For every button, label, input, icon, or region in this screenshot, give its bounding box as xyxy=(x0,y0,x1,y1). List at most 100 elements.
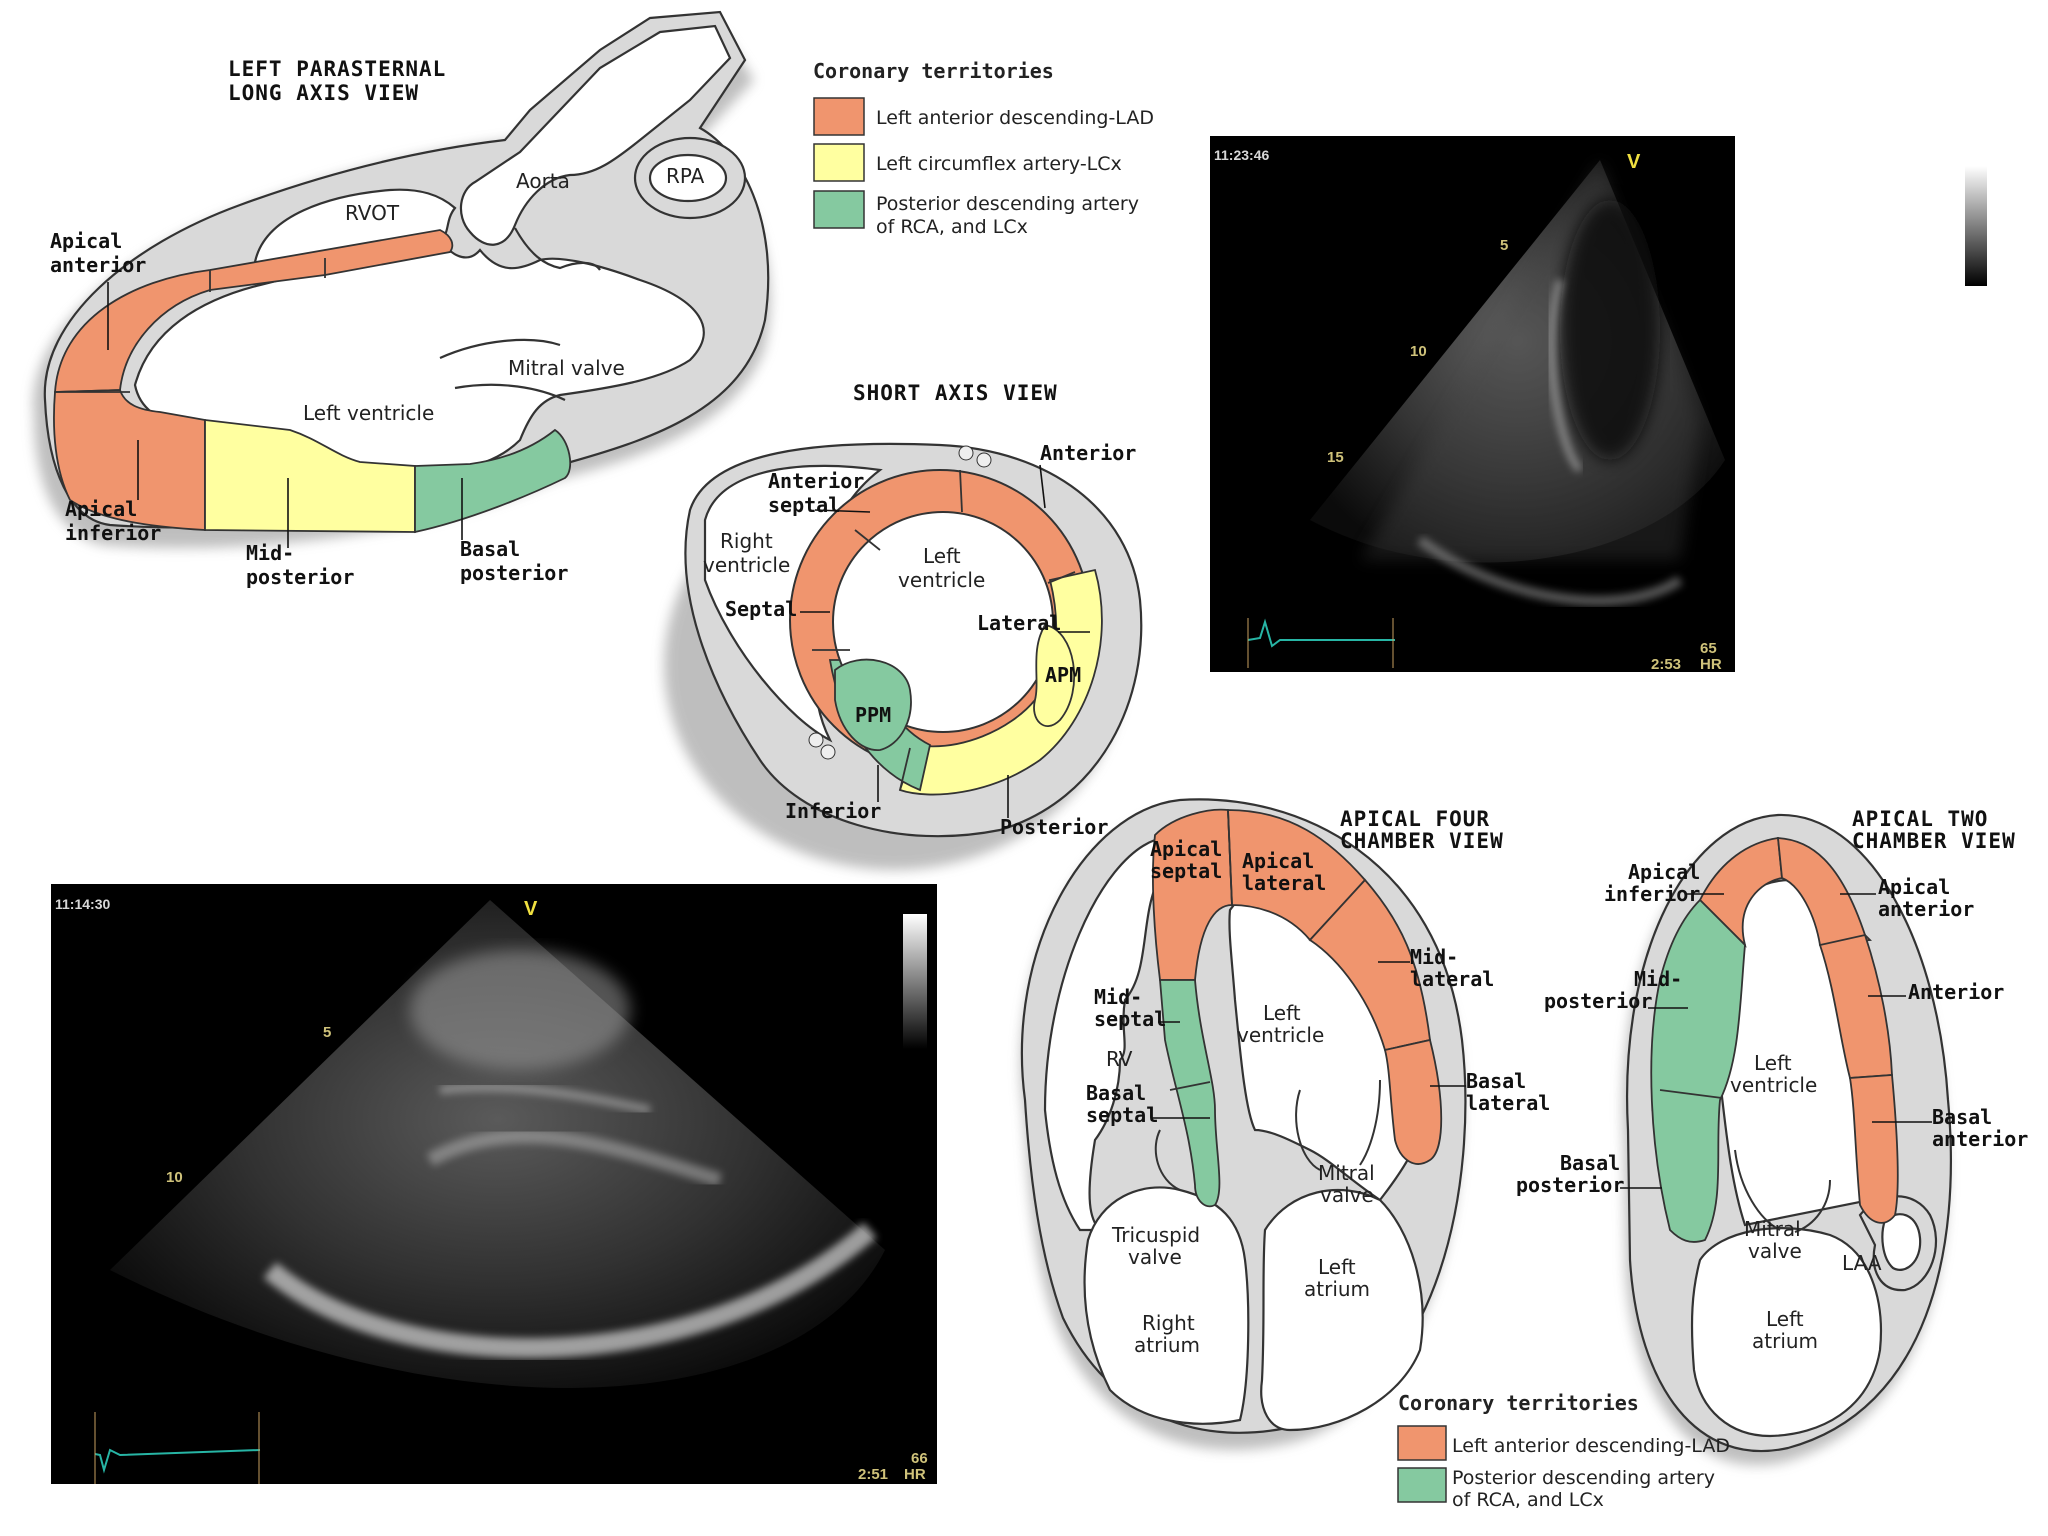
svg-text:Anterior: Anterior xyxy=(768,469,864,493)
legend-bottom-pda-2-label: of RCA, and LCx xyxy=(1452,1489,1604,1511)
plax-apical-anterior-1-label: Apical xyxy=(50,229,122,253)
echo-a4c-hr-value-label: 65 xyxy=(1700,640,1717,657)
svg-text:ventricle: ventricle xyxy=(1730,1073,1817,1097)
svg-text:anterior: anterior xyxy=(1878,897,1974,921)
svg-text:CHAMBER VIEW: CHAMBER VIEW xyxy=(1852,829,2016,853)
sax-title-label: SHORT AXIS VIEW xyxy=(853,381,1058,405)
svg-text:Apical: Apical xyxy=(1628,860,1700,884)
a4c-tricuspid-valve-2-label: valve xyxy=(1128,1245,1182,1269)
a4c-mid-lateral-1-label: Mid- xyxy=(1410,945,1458,969)
a4c-right-atrium-1-label: Right xyxy=(1142,1311,1195,1335)
svg-text:lateral: lateral xyxy=(1466,1091,1550,1115)
legend-top-title-label: Coronary territories xyxy=(813,59,1054,83)
svg-text:Apical: Apical xyxy=(1150,837,1222,861)
a4c-left-atrium-1-label: Left xyxy=(1318,1255,1356,1279)
plax-basal-posterior-1-label: Basal xyxy=(460,537,520,561)
svg-text:posterior: posterior xyxy=(1544,989,1652,1013)
svg-text:Apical: Apical xyxy=(1242,849,1314,873)
sax-ppm-label: PPM xyxy=(855,703,891,727)
a4c-mid-septal-1-label: Mid- xyxy=(1094,985,1142,1009)
echo-plax-hr-value-label: 66 xyxy=(911,1450,928,1467)
plax-mid-posterior-2-label: posterior xyxy=(246,565,354,589)
left-ventricle-label: Left ventricle xyxy=(303,401,434,425)
plax-apical-anterior-2-label: anterior xyxy=(50,253,146,277)
svg-text:septal: septal xyxy=(1086,1103,1158,1127)
svg-text:ventricle: ventricle xyxy=(898,568,985,592)
svg-text:Mid-: Mid- xyxy=(1094,985,1142,1009)
svg-text:inferior: inferior xyxy=(1604,882,1700,906)
svg-text:Mitral: Mitral xyxy=(1318,1161,1375,1185)
legend-bottom-pda-1-label: Posterior descending artery xyxy=(1452,1467,1715,1489)
a4c-mid-lateral-2-label: lateral xyxy=(1410,967,1494,991)
a4c-basal-lateral-1-label: Basal xyxy=(1466,1069,1526,1093)
legend-top-pda-1-label: Posterior descending artery xyxy=(876,193,1139,215)
legend-top: Coronary territories Left anterior desce… xyxy=(813,59,1154,238)
a4c-title-line1-label: APICAL FOUR xyxy=(1340,807,1490,831)
a4c-mitral-valve-1-label: Mitral xyxy=(1318,1161,1375,1185)
a2c-laa-label: LAA xyxy=(1842,1251,1882,1275)
svg-text:Basal: Basal xyxy=(1932,1105,1992,1129)
plax-basal-posterior-2-label: posterior xyxy=(460,561,568,585)
svg-text:Right: Right xyxy=(720,529,773,553)
svg-text:Tricuspid: Tricuspid xyxy=(1111,1223,1200,1247)
sax-anterior-septal-2-label: septal xyxy=(768,493,840,517)
a2c-mid-posterior-2-label: posterior xyxy=(1544,989,1652,1013)
plax-title-line1-label: LEFT PARASTERNAL xyxy=(228,57,446,81)
plax-apical-inferior-1-label: Apical xyxy=(65,497,137,521)
svg-text:inferior: inferior xyxy=(65,521,161,545)
sax-apm-label: APM xyxy=(1045,663,1081,687)
a4c-basal-lateral-2-label: lateral xyxy=(1466,1091,1550,1115)
a4c-left-atrium-2-label: atrium xyxy=(1304,1277,1370,1301)
plax-diagram: LEFT PARASTERNAL LONG AXIS VIEW Aorta RP… xyxy=(33,10,771,589)
a2c-basal-posterior-2-label: posterior xyxy=(1516,1173,1624,1197)
svg-text:Left: Left xyxy=(1318,1255,1356,1279)
a2c-apical-inferior-1-label: Apical xyxy=(1628,860,1700,884)
svg-text:Left: Left xyxy=(1766,1307,1804,1331)
echo-a4c-depth-15-label: 15 xyxy=(1327,449,1344,466)
mid-posterior-label: Mid- xyxy=(246,541,294,565)
legend-top-lad-label: Left anterior descending-LAD xyxy=(876,107,1154,129)
svg-text:LONG AXIS VIEW: LONG AXIS VIEW xyxy=(228,81,419,105)
svg-text:anterior: anterior xyxy=(50,253,146,277)
svg-text:LEFT PARASTERNAL: LEFT PARASTERNAL xyxy=(228,57,446,81)
svg-text:valve: valve xyxy=(1748,1239,1802,1263)
svg-text:APICAL TWO: APICAL TWO xyxy=(1852,807,1988,831)
echo-plax-hr-label-label: HR xyxy=(904,1466,926,1483)
svg-text:atrium: atrium xyxy=(1304,1277,1370,1301)
svg-text:lateral: lateral xyxy=(1410,967,1494,991)
echo-a4c-time-label: 11:23:46 xyxy=(1214,147,1269,163)
a4c-right-atrium-2-label: atrium xyxy=(1134,1333,1200,1357)
svg-text:Left: Left xyxy=(1754,1051,1792,1075)
sax-anterior-septal-1-label: Anterior xyxy=(768,469,864,493)
sax-septal-label: Septal xyxy=(725,597,797,621)
a4c-apical-septal-2-label: septal xyxy=(1150,859,1222,883)
legend-bottom-title-label: Coronary territories xyxy=(1398,1391,1639,1415)
a2c-anterior-label: Anterior xyxy=(1908,980,2004,1004)
sax-anterior-label: Anterior xyxy=(1040,441,1136,465)
a2c-left-atrium-1-label: Left xyxy=(1766,1307,1804,1331)
legend-bottom: Coronary territories Left anterior desce… xyxy=(1397,1391,1730,1511)
svg-text:septal: septal xyxy=(1094,1007,1166,1031)
a2c-basal-anterior-1-label: Basal xyxy=(1932,1105,1992,1129)
sax-inferior-label: Inferior xyxy=(785,799,881,823)
sax-posterior-label: Posterior xyxy=(1000,815,1108,839)
sax-left-ventricle-1-label: Left xyxy=(923,544,961,568)
a2c-basal-anterior-2-label: anterior xyxy=(1932,1127,2028,1151)
a4c-title-line2-label: CHAMBER VIEW xyxy=(1340,829,1504,853)
rvot-label: RVOT xyxy=(345,201,400,225)
svg-text:Right: Right xyxy=(1142,1311,1195,1335)
svg-text:Apical: Apical xyxy=(1878,875,1950,899)
svg-text:Mid-: Mid- xyxy=(1634,967,1682,991)
apical-inferior-label: Apical xyxy=(65,497,137,521)
sax-left-ventricle-2-label: ventricle xyxy=(898,568,985,592)
svg-text:Basal: Basal xyxy=(1560,1151,1620,1175)
svg-text:APICAL FOUR: APICAL FOUR xyxy=(1340,807,1490,831)
apical-anterior-label: Apical xyxy=(50,229,122,253)
rpa-label: RPA xyxy=(666,164,705,188)
svg-text:Basal: Basal xyxy=(1086,1081,1146,1105)
plax-mid-posterior-1-label: Mid- xyxy=(246,541,294,565)
a2c-mitral-valve-1-label: Mitral xyxy=(1744,1217,1801,1241)
svg-text:Left: Left xyxy=(1263,1001,1301,1025)
svg-text:ventricle: ventricle xyxy=(1237,1023,1324,1047)
svg-text:valve: valve xyxy=(1128,1245,1182,1269)
